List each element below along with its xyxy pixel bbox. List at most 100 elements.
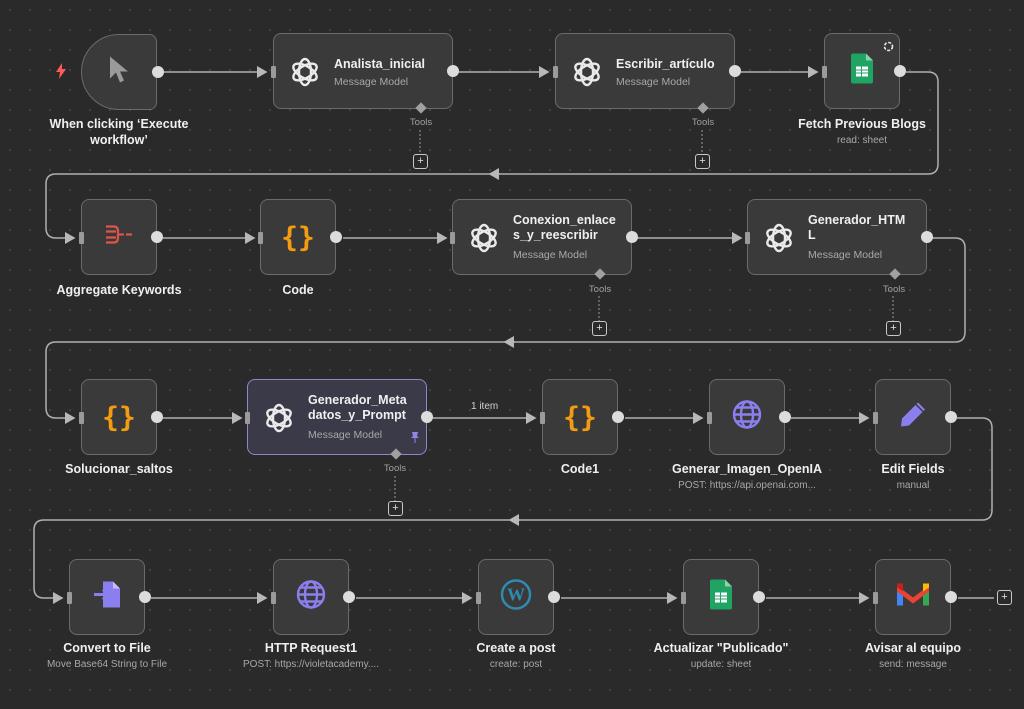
globe-icon (731, 399, 763, 436)
node-subtitle: Message Model (334, 76, 409, 88)
node-title: Escribir_artículo (616, 57, 715, 71)
node-convert-to-file[interactable] (67, 559, 151, 635)
output-port[interactable] (151, 231, 163, 243)
add-tool-button[interactable]: + (388, 501, 403, 516)
output-port[interactable] (152, 66, 164, 78)
input-port[interactable] (67, 592, 72, 604)
node-subtitle: Message Model (616, 76, 691, 88)
pin-icon[interactable] (410, 430, 420, 448)
input-port[interactable] (822, 66, 827, 78)
node-label: Code1 (560, 462, 600, 476)
input-port[interactable] (450, 232, 455, 244)
input-port[interactable] (745, 232, 750, 244)
node-sublabel: Move Base64 String to File (46, 659, 168, 670)
node-actualizar-publicado[interactable] (681, 559, 765, 635)
input-port[interactable] (245, 412, 250, 424)
node-analista-inicial[interactable]: Analista_inicial Message Model (271, 33, 459, 114)
input-port[interactable] (681, 592, 686, 604)
input-port[interactable] (540, 412, 545, 424)
output-port[interactable] (945, 591, 957, 603)
node-solucionar-saltos[interactable]: {} (79, 379, 163, 455)
output-port[interactable] (729, 65, 741, 77)
openai-icon (262, 401, 296, 440)
output-port[interactable] (343, 591, 355, 603)
output-port[interactable] (612, 411, 624, 423)
globe-icon (295, 579, 327, 616)
aggregate-icon (104, 224, 134, 251)
add-node-button[interactable]: + (997, 590, 1012, 605)
openai-icon (288, 55, 322, 94)
gmail-icon (896, 582, 930, 613)
node-label: Fetch Previous Blogs (798, 117, 926, 131)
node-aggregate-keywords[interactable] (79, 199, 163, 275)
input-port[interactable] (707, 412, 712, 424)
input-port[interactable] (258, 232, 263, 244)
openai-icon (762, 221, 796, 260)
output-port[interactable] (330, 231, 342, 243)
input-port[interactable] (873, 412, 878, 424)
node-generar-imagen[interactable] (707, 379, 791, 455)
input-port[interactable] (271, 66, 276, 78)
add-tool-button[interactable]: + (886, 321, 901, 336)
node-code[interactable]: {} (258, 199, 342, 275)
wordpress-icon: W (500, 579, 532, 616)
node-sublabel: POST: https://violetacademy.... (243, 659, 379, 670)
openai-icon (467, 221, 501, 260)
node-label: Avisar al equipo (864, 641, 962, 655)
tools-label: Tools (409, 117, 433, 128)
add-tool-button[interactable]: + (592, 321, 607, 336)
node-label: Actualizar "Publicado" (653, 641, 789, 655)
input-port[interactable] (79, 232, 84, 244)
input-port[interactable] (79, 412, 84, 424)
node-sublabel: update: sheet (690, 659, 752, 670)
node-manual-trigger[interactable] (81, 34, 164, 110)
output-port[interactable] (945, 411, 957, 423)
node-http-request1[interactable] (271, 559, 355, 635)
output-port[interactable] (921, 231, 933, 243)
input-port[interactable] (553, 66, 558, 78)
output-port[interactable] (753, 591, 765, 603)
node-label: Solucionar_saltos (65, 462, 173, 476)
cursor-icon (108, 56, 130, 89)
output-port[interactable] (421, 411, 433, 423)
output-port[interactable] (139, 591, 151, 603)
node-code1[interactable]: {} (540, 379, 624, 455)
google-sheets-icon (710, 579, 732, 615)
node-label: Aggregate Keywords (56, 283, 182, 297)
node-label: Generar_Imagen_OpenIA (671, 462, 823, 476)
edge-item-count: 1 item (471, 401, 499, 412)
refresh-icon[interactable] (883, 39, 894, 57)
node-sublabel: send: message (879, 659, 947, 670)
node-edit-fields[interactable] (873, 379, 957, 455)
node-subtitle: Message Model (513, 249, 588, 261)
input-port[interactable] (476, 592, 481, 604)
node-sublabel: create: post (489, 659, 543, 670)
add-tool-button[interactable]: + (413, 154, 428, 169)
input-port[interactable] (873, 592, 878, 604)
node-escribir-articulo[interactable]: Escribir_artículo Message Model (553, 33, 741, 114)
output-port[interactable] (151, 411, 163, 423)
node-create-a-post[interactable]: W (476, 559, 560, 635)
input-port[interactable] (271, 592, 276, 604)
tools-label: Tools (691, 117, 715, 128)
node-label: Create a post (476, 641, 556, 655)
output-port[interactable] (548, 591, 560, 603)
output-port[interactable] (779, 411, 791, 423)
output-port[interactable] (894, 65, 906, 77)
google-sheets-icon (851, 53, 873, 89)
code-braces-icon: {} (281, 220, 315, 254)
openai-icon (570, 55, 604, 94)
node-label: Edit Fields (881, 462, 945, 476)
node-fetch-previous-blogs[interactable] (822, 33, 906, 109)
add-tool-button[interactable]: + (695, 154, 710, 169)
svg-text:W: W (507, 585, 525, 605)
output-port[interactable] (626, 231, 638, 243)
node-avisar-al-equipo[interactable] (873, 559, 957, 635)
output-port[interactable] (447, 65, 459, 77)
